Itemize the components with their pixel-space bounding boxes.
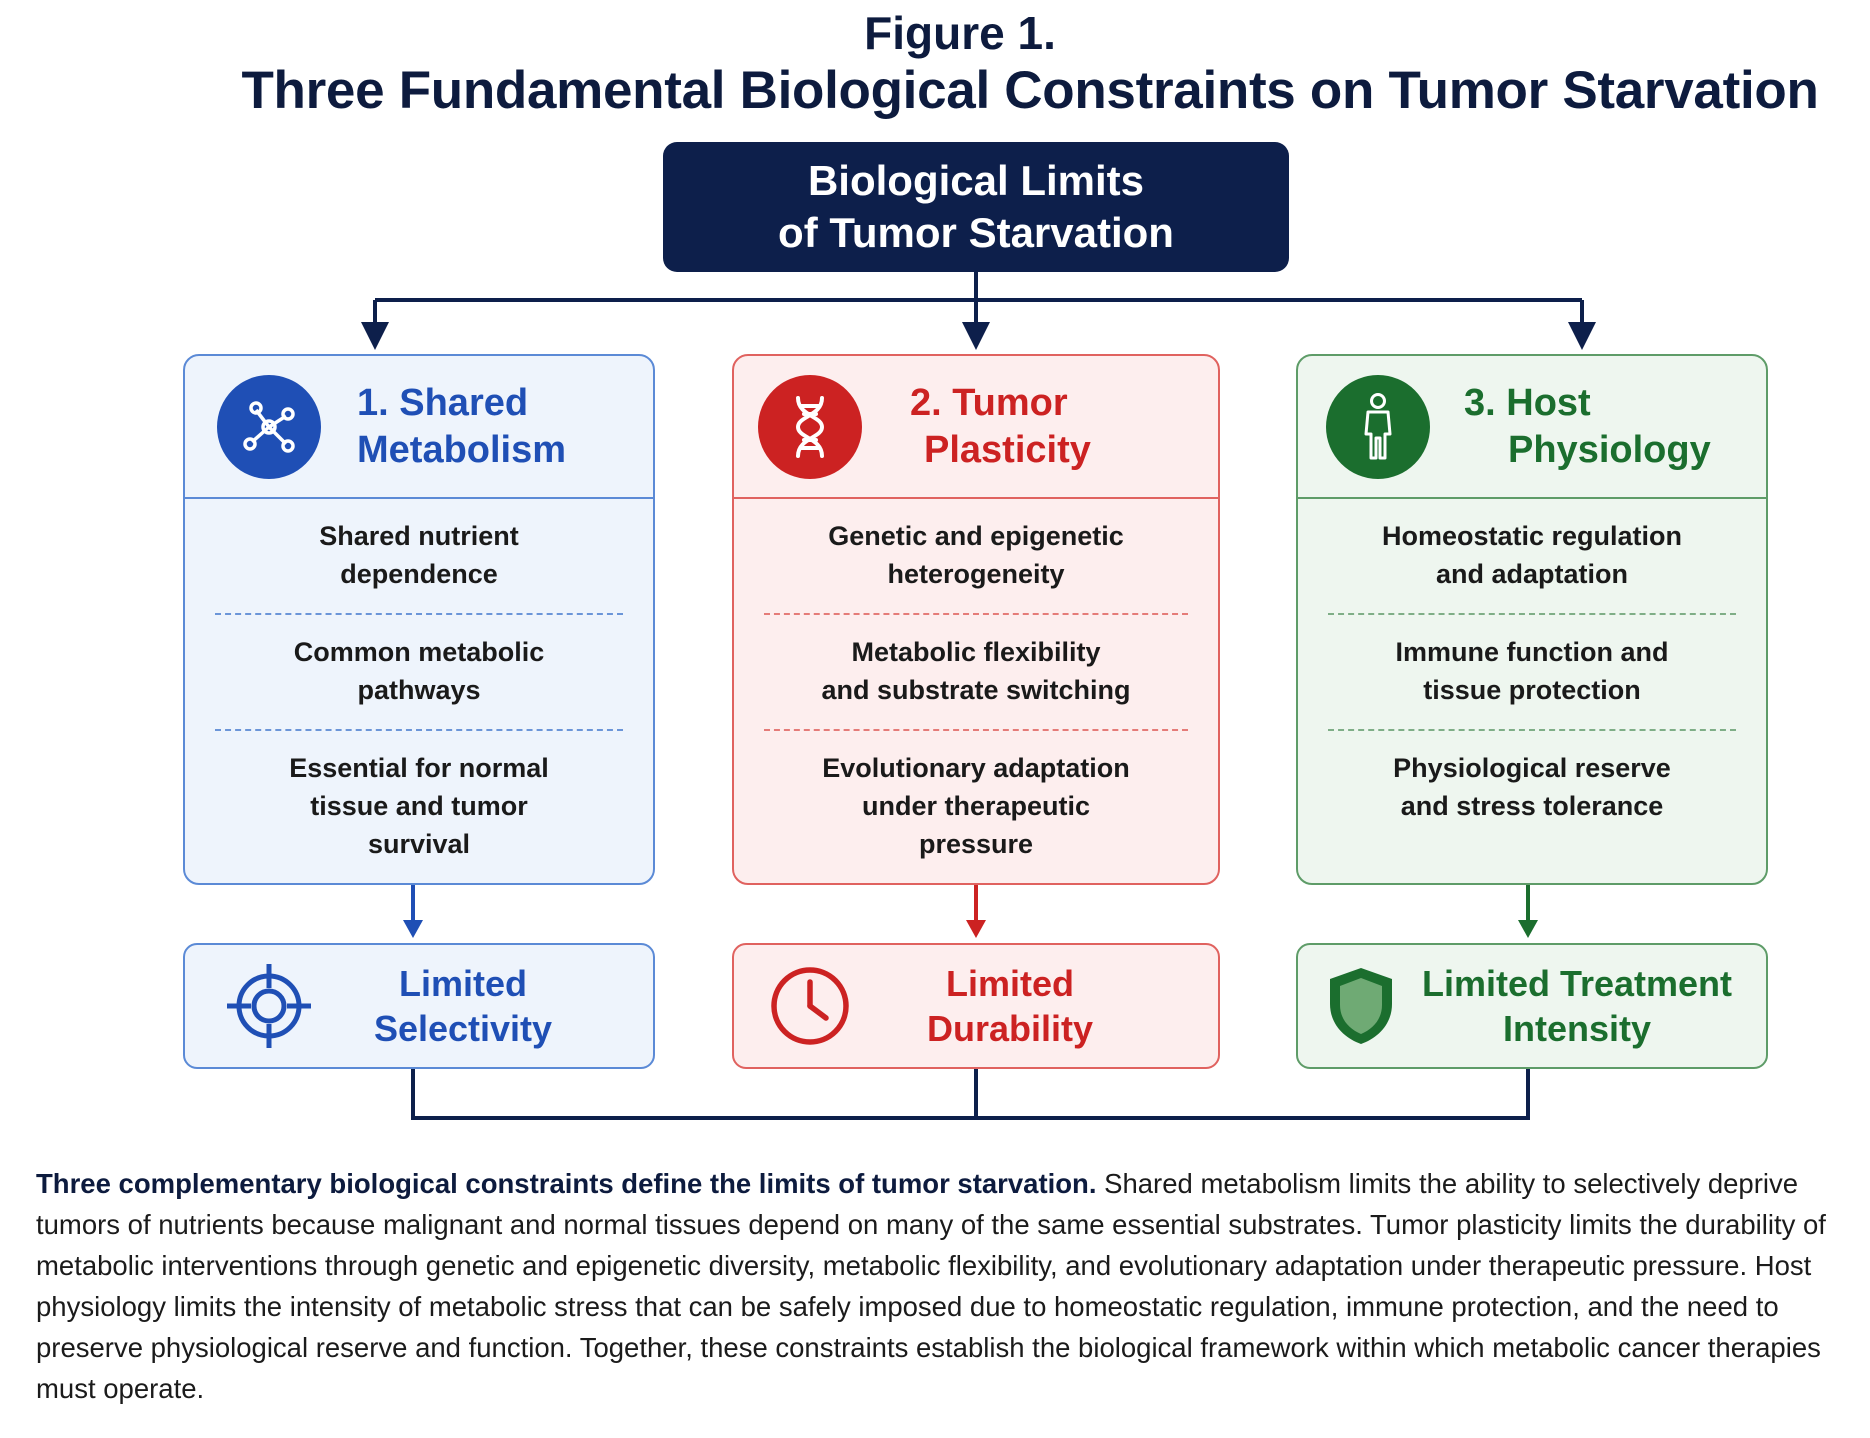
card-title-line1: 2. Tumor	[910, 381, 1068, 424]
root-node-line2: of Tumor Starvation	[778, 209, 1174, 256]
divider	[764, 613, 1188, 615]
outcome-limited-treatment-intensity: Limited Treatment Intensity	[1296, 943, 1768, 1069]
item-line: pathways	[357, 675, 481, 705]
divider	[215, 729, 623, 731]
list-item: Immune function and tissue protection	[1298, 633, 1766, 709]
list-item: Essential for normal tissue and tumor su…	[185, 749, 653, 863]
list-item: Shared nutrient dependence	[185, 517, 653, 593]
figure-label: Figure 1.	[864, 7, 1056, 59]
divider	[215, 613, 623, 615]
item-line: Common metabolic	[293, 637, 545, 667]
card-title-line2: Plasticity	[924, 428, 1091, 471]
divider	[764, 729, 1188, 731]
outcome-limited-durability: Limited Durability	[732, 943, 1220, 1069]
divider	[1328, 613, 1736, 615]
item-line: and adaptation	[1435, 559, 1628, 589]
outcome-line2: Intensity	[1502, 1008, 1652, 1049]
list-item: Common metabolic pathways	[185, 633, 653, 709]
item-line: Physiological reserve	[1393, 753, 1671, 783]
card-title-line2: Metabolism	[357, 428, 567, 471]
item-line: heterogeneity	[887, 559, 1065, 589]
card-title-line1: 1. Shared	[357, 381, 529, 424]
item-line: pressure	[918, 829, 1034, 859]
arrowhead-selectivity	[403, 920, 423, 938]
root-node-line1: Biological Limits	[807, 157, 1145, 204]
root-node: Biological Limits of Tumor Starvation	[663, 142, 1289, 272]
item-line: dependence	[340, 559, 498, 589]
list-item: Genetic and epigenetic heterogeneity	[734, 517, 1218, 593]
item-line: Evolutionary adaptation	[822, 753, 1130, 783]
outcome-title: Limited Selectivity	[313, 961, 653, 1051]
item-line: survival	[367, 829, 471, 859]
card-header: 3. Host Physiology	[1298, 356, 1766, 499]
outcome-line2: Selectivity	[373, 1008, 553, 1049]
card-title: 3. Host Physiology	[1464, 380, 1711, 474]
card-tumor-plasticity: 2. Tumor Plasticity Genetic and epigenet…	[732, 354, 1220, 885]
item-line: Homeostatic regulation	[1381, 521, 1683, 551]
target-crosshair-icon	[225, 962, 313, 1050]
network-molecule-icon	[217, 374, 321, 479]
card-header: 1. Shared Metabolism	[185, 356, 653, 499]
card-title-line2: Physiology	[1508, 428, 1711, 471]
outcome-title: Limited Treatment Intensity	[1398, 961, 1766, 1051]
outcome-line1: Limited Treatment	[1421, 963, 1733, 1004]
item-line: under therapeutic	[861, 791, 1091, 821]
card-items: Homeostatic regulation and adaptation Im…	[1298, 499, 1766, 825]
outcome-line1: Limited	[945, 963, 1074, 1004]
item-line: Essential for normal	[289, 753, 549, 783]
item-line: Immune function and	[1395, 637, 1669, 667]
card-header: 2. Tumor Plasticity	[734, 356, 1218, 499]
card-title: 1. Shared Metabolism	[357, 380, 566, 474]
bottom-bracket	[411, 1069, 1530, 1120]
card-shared-metabolism: 1. Shared Metabolism Shared nutrient dep…	[183, 354, 655, 885]
outcome-line1: Limited	[398, 963, 527, 1004]
shield-icon	[1324, 964, 1398, 1048]
item-line: tissue protection	[1423, 675, 1641, 705]
arrowhead-durability	[966, 920, 986, 938]
divider	[1328, 729, 1736, 731]
list-item: Evolutionary adaptation under therapeuti…	[734, 749, 1218, 863]
card-items: Genetic and epigenetic heterogeneity Met…	[734, 499, 1218, 863]
card-items: Shared nutrient dependence Common metabo…	[185, 499, 653, 863]
outcome-title: Limited Durability	[852, 961, 1218, 1051]
caption-bold-lead: Three complementary biological constrain…	[36, 1168, 1097, 1199]
list-item: Metabolic flexibility and substrate swit…	[734, 633, 1218, 709]
figure-caption: Three complementary biological constrain…	[36, 1163, 1866, 1409]
item-line: and stress tolerance	[1400, 791, 1664, 821]
item-line: and substrate switching	[821, 675, 1131, 705]
list-item: Physiological reserve and stress toleran…	[1298, 749, 1766, 825]
clock-icon	[768, 964, 852, 1048]
outcome-line2: Durability	[926, 1008, 1094, 1049]
caption-body: Shared metabolism limits the ability to …	[36, 1168, 1826, 1404]
item-line: tissue and tumor	[310, 791, 528, 821]
figure-title: Three Fundamental Biological Constraints…	[241, 61, 1819, 120]
arrowhead-intensity	[1518, 920, 1538, 938]
card-title: 2. Tumor Plasticity	[910, 380, 1091, 474]
item-line: Metabolic flexibility	[851, 637, 1101, 667]
list-item: Homeostatic regulation and adaptation	[1298, 517, 1766, 593]
dna-helix-icon	[758, 374, 862, 479]
item-line: Shared nutrient	[319, 521, 519, 551]
outcome-limited-selectivity: Limited Selectivity	[183, 943, 655, 1069]
card-host-physiology: 3. Host Physiology Homeostatic regulatio…	[1296, 354, 1768, 885]
item-line: Genetic and epigenetic	[828, 521, 1124, 551]
card-title-line1: 3. Host	[1464, 381, 1591, 424]
human-figure-icon	[1326, 374, 1430, 479]
